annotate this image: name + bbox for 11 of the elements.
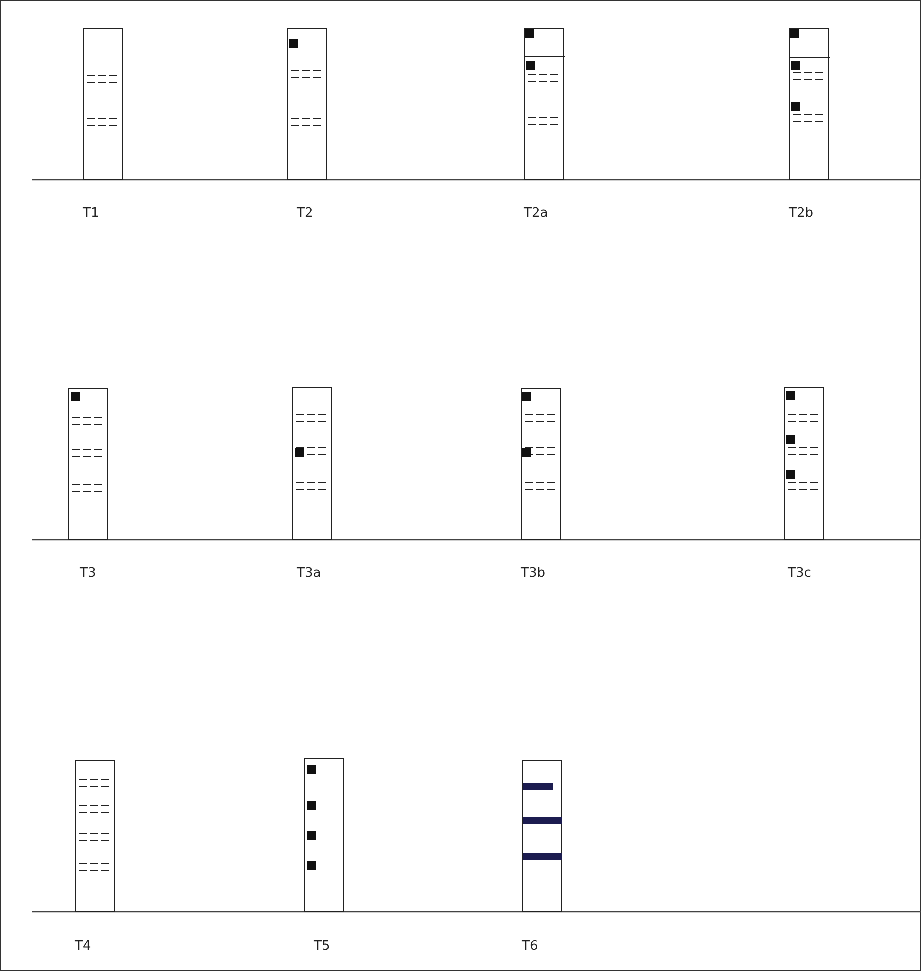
column-label: T3c (788, 566, 812, 582)
column-label: T3b (521, 566, 546, 582)
column-label: T3a (297, 566, 322, 582)
column-label: T3 (80, 566, 96, 582)
column-label: T6 (522, 939, 538, 955)
column-label: T4 (75, 939, 92, 955)
column-label: T1 (83, 206, 100, 222)
column-label: T5 (314, 939, 330, 955)
column-label: T2a (524, 206, 548, 222)
column-label: T2 (297, 206, 314, 222)
column-label: T2b (789, 206, 814, 222)
